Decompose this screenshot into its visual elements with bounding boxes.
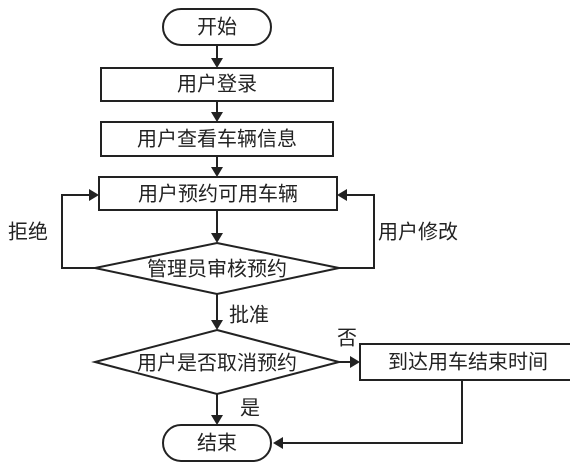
node-start-label: 开始 [197, 15, 237, 39]
node-end: 结束 [162, 424, 272, 462]
connectors [61, 45, 463, 449]
node-arrive-label: 到达用车结束时间 [388, 350, 548, 374]
loop-reject [61, 194, 95, 269]
node-login: 用户登录 [100, 67, 334, 102]
node-start: 开始 [162, 8, 272, 46]
edge-label-no: 否 [337, 326, 357, 350]
node-reserve-label: 用户预约可用车辆 [138, 182, 298, 206]
node-arrive: 到达用车结束时间 [359, 343, 570, 381]
loop-modify [339, 194, 375, 269]
edge-label-yes: 是 [240, 396, 260, 420]
arrow-arrive-end [279, 380, 463, 444]
node-cancel-label: 用户是否取消预约 [137, 351, 297, 375]
node-review-label: 管理员审核预约 [147, 257, 287, 281]
edge-label-modify: 用户修改 [378, 220, 458, 244]
node-cancel: 用户是否取消预约 [91, 328, 343, 396]
edge-label-approve: 批准 [229, 303, 269, 327]
node-reserve: 用户预约可用车辆 [98, 176, 338, 211]
node-review: 管理员审核预约 [94, 241, 340, 296]
node-view-label: 用户查看车辆信息 [137, 127, 297, 151]
edge-label-reject: 拒绝 [8, 220, 48, 244]
node-login-label: 用户登录 [177, 72, 257, 96]
node-end-label: 结束 [197, 431, 237, 455]
node-view: 用户查看车辆信息 [100, 121, 334, 157]
